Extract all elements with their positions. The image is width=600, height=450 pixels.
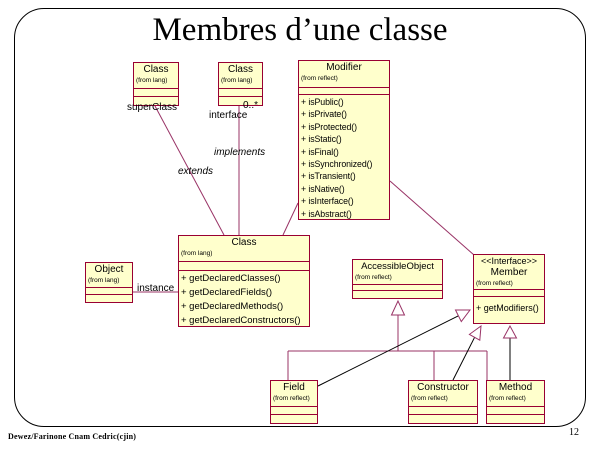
class-name: Class	[231, 237, 257, 248]
class-name: Modifier	[326, 62, 362, 73]
class-package: (from reflect)	[355, 274, 392, 281]
field-member-generalization	[317, 315, 459, 387]
operations-compartment	[219, 96, 262, 105]
attributes-compartment	[299, 87, 389, 94]
class-package: (from lang)	[181, 250, 213, 257]
class-box-modifier: Modifier (from reflect) + isPublic()+ is…	[298, 60, 390, 220]
superclass-association	[154, 105, 225, 236]
attributes-compartment	[474, 289, 544, 296]
generalization-tree	[287, 315, 488, 380]
modifier-member-association	[389, 180, 475, 256]
class-stereotype: <<Interface>>	[480, 256, 538, 266]
attributes-compartment	[86, 287, 132, 294]
class-package: (from lang)	[221, 77, 253, 84]
operations-compartment	[86, 294, 132, 302]
label-interface: interface	[209, 110, 248, 121]
label-multiplicity: 0..*	[243, 100, 259, 111]
class-box-method: Method (from reflect)	[486, 380, 545, 424]
label-implements: implements	[214, 147, 266, 158]
class-name: Method	[498, 382, 533, 393]
class-name: Class	[227, 64, 253, 75]
attributes-compartment	[409, 406, 477, 414]
attributes-compartment	[179, 261, 309, 270]
footer-credits: Dewez/Farinone Cnam Cedric(cjin)	[8, 432, 137, 441]
constructor-member-generalization	[452, 337, 476, 381]
operations-compartment: + isPublic()+ isPrivate()+ isProtected()…	[299, 94, 389, 219]
class-box-class-central: Class (from lang) + getDeclaredClasses()…	[178, 235, 310, 327]
attributes-compartment	[487, 406, 544, 414]
label-instance: instance	[137, 283, 175, 294]
attributes-compartment	[271, 406, 317, 414]
class-package: (from reflect)	[476, 280, 513, 287]
class-name: Class	[143, 64, 169, 75]
class-box-constructor: Constructor (from reflect)	[408, 380, 478, 424]
class-name: Constructor	[417, 382, 469, 393]
class-package: (from reflect)	[489, 395, 526, 402]
generalization-arrowhead-member-left	[454, 309, 472, 323]
class-package: (from reflect)	[273, 395, 310, 402]
attributes-compartment	[353, 284, 442, 290]
operations-compartment	[487, 414, 544, 423]
class-box-class-interface: Class (from lang)	[218, 62, 263, 106]
slide-title: Membres d’une classe	[152, 12, 448, 48]
operations-compartment	[409, 414, 477, 423]
class-box-field: Field (from reflect)	[270, 380, 318, 424]
class-package: (from reflect)	[301, 75, 338, 82]
class-box-member-interface: <<Interface>> Member (from reflect) + ge…	[473, 254, 545, 324]
label-superclass: superClass	[127, 102, 178, 113]
class-package: (from reflect)	[411, 395, 448, 402]
slide-rounded-border	[14, 8, 586, 427]
class-name: AccessibleObject	[361, 261, 434, 272]
operations-compartment	[271, 414, 317, 423]
operations-compartment	[353, 290, 442, 298]
generalization-arrowhead-member-right	[502, 324, 518, 339]
page-number: 12	[569, 427, 579, 438]
class-box-class-superclass: Class (from lang)	[133, 62, 179, 106]
attributes-compartment	[219, 88, 262, 96]
modifier-class-association	[282, 202, 299, 236]
generalization-arrowhead-accessibleobject	[390, 299, 406, 316]
class-box-object: Object (from lang)	[85, 262, 133, 303]
operations-compartment: + getModifiers()	[474, 296, 544, 315]
generalization-arrowhead-member-mid	[468, 324, 482, 342]
operations-compartment	[134, 96, 178, 105]
class-box-accessibleobject: AccessibleObject (from reflect)	[352, 259, 443, 299]
class-package: (from lang)	[88, 277, 120, 284]
operations-compartment: + getDeclaredClasses()+ getDeclaredField…	[179, 270, 309, 326]
class-package: (from lang)	[136, 77, 168, 84]
attributes-compartment	[134, 88, 178, 96]
class-name: Field	[283, 382, 305, 393]
label-extends: extends	[178, 166, 214, 177]
class-name: Object	[94, 264, 124, 275]
class-name: Member	[490, 267, 528, 278]
